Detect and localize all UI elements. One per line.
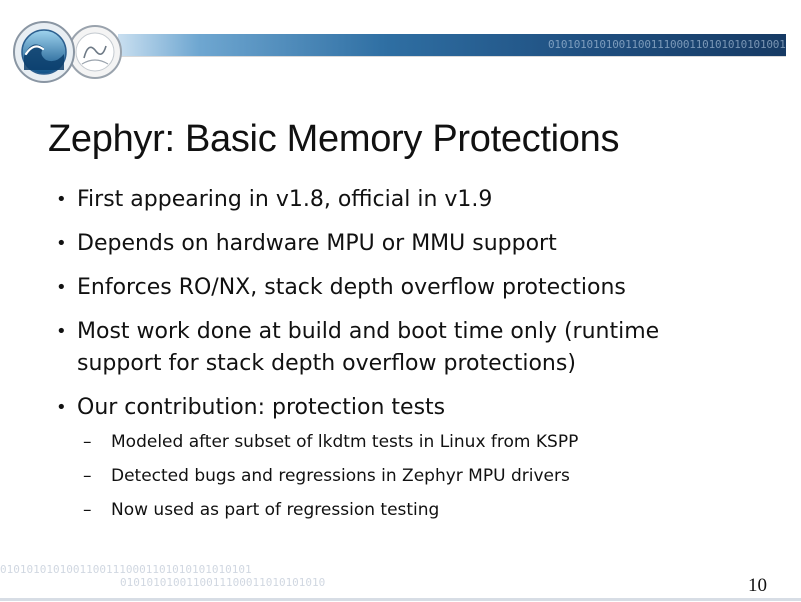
bullet-list: • First appearing in v1.8, official in v… bbox=[56, 184, 756, 534]
sub-bullet-item: – Detected bugs and regressions in Zephy… bbox=[83, 464, 756, 488]
bullet-dot-icon: • bbox=[56, 277, 67, 298]
bullet-dot-icon: • bbox=[56, 233, 67, 254]
footer-binary-line: 01010101010011001110001101010101010101 bbox=[0, 563, 252, 576]
dash-icon: – bbox=[83, 432, 92, 452]
bullet-item: • Most work done at build and boot time … bbox=[56, 316, 697, 380]
bullet-text: Enforces RO/NX, stack depth overflow pro… bbox=[77, 275, 626, 300]
bullet-item: • First appearing in v1.8, official in v… bbox=[56, 184, 756, 216]
dash-icon: – bbox=[83, 500, 92, 520]
footer-binary-watermark: 01010101010011001110001101010101010101 0… bbox=[0, 563, 360, 589]
bullet-text: Most work done at build and boot time on… bbox=[77, 319, 660, 376]
footer-binary-line: 0101010100110011100011010101010 bbox=[120, 576, 326, 589]
bullet-text: Our contribution: protection tests bbox=[77, 395, 446, 420]
page-number: 10 bbox=[748, 575, 767, 596]
research-logo bbox=[13, 21, 75, 83]
bullet-text: Depends on hardware MPU or MMU support bbox=[77, 231, 557, 256]
sub-bullet-text: Modeled after subset of lkdtm tests in L… bbox=[111, 432, 579, 452]
seal-logo bbox=[68, 25, 122, 79]
bullet-item: • Depends on hardware MPU or MMU support bbox=[56, 228, 756, 260]
bullet-item: • Our contribution: protection tests – M… bbox=[56, 392, 756, 522]
bullet-dot-icon: • bbox=[56, 321, 67, 342]
sub-bullet-item: – Modeled after subset of lkdtm tests in… bbox=[83, 430, 756, 454]
header-banner-binary: 0101010101001100111000110101010101001 bbox=[548, 38, 786, 51]
slide-title: Zephyr: Basic Memory Protections bbox=[48, 118, 620, 160]
sub-bullet-text: Now used as part of regression testing bbox=[111, 500, 440, 520]
sub-bullet-item: – Now used as part of regression testing bbox=[83, 498, 756, 522]
sub-bullet-list: – Modeled after subset of lkdtm tests in… bbox=[77, 430, 756, 522]
header-banner bbox=[118, 34, 786, 56]
bullet-item: • Enforces RO/NX, stack depth overflow p… bbox=[56, 272, 756, 304]
bullet-text: First appearing in v1.8, official in v1.… bbox=[77, 187, 493, 212]
sub-bullet-text: Detected bugs and regressions in Zephyr … bbox=[111, 466, 570, 486]
bottom-rule bbox=[0, 598, 801, 601]
bullet-dot-icon: • bbox=[56, 397, 67, 418]
bullet-dot-icon: • bbox=[56, 189, 67, 210]
dash-icon: – bbox=[83, 466, 92, 486]
